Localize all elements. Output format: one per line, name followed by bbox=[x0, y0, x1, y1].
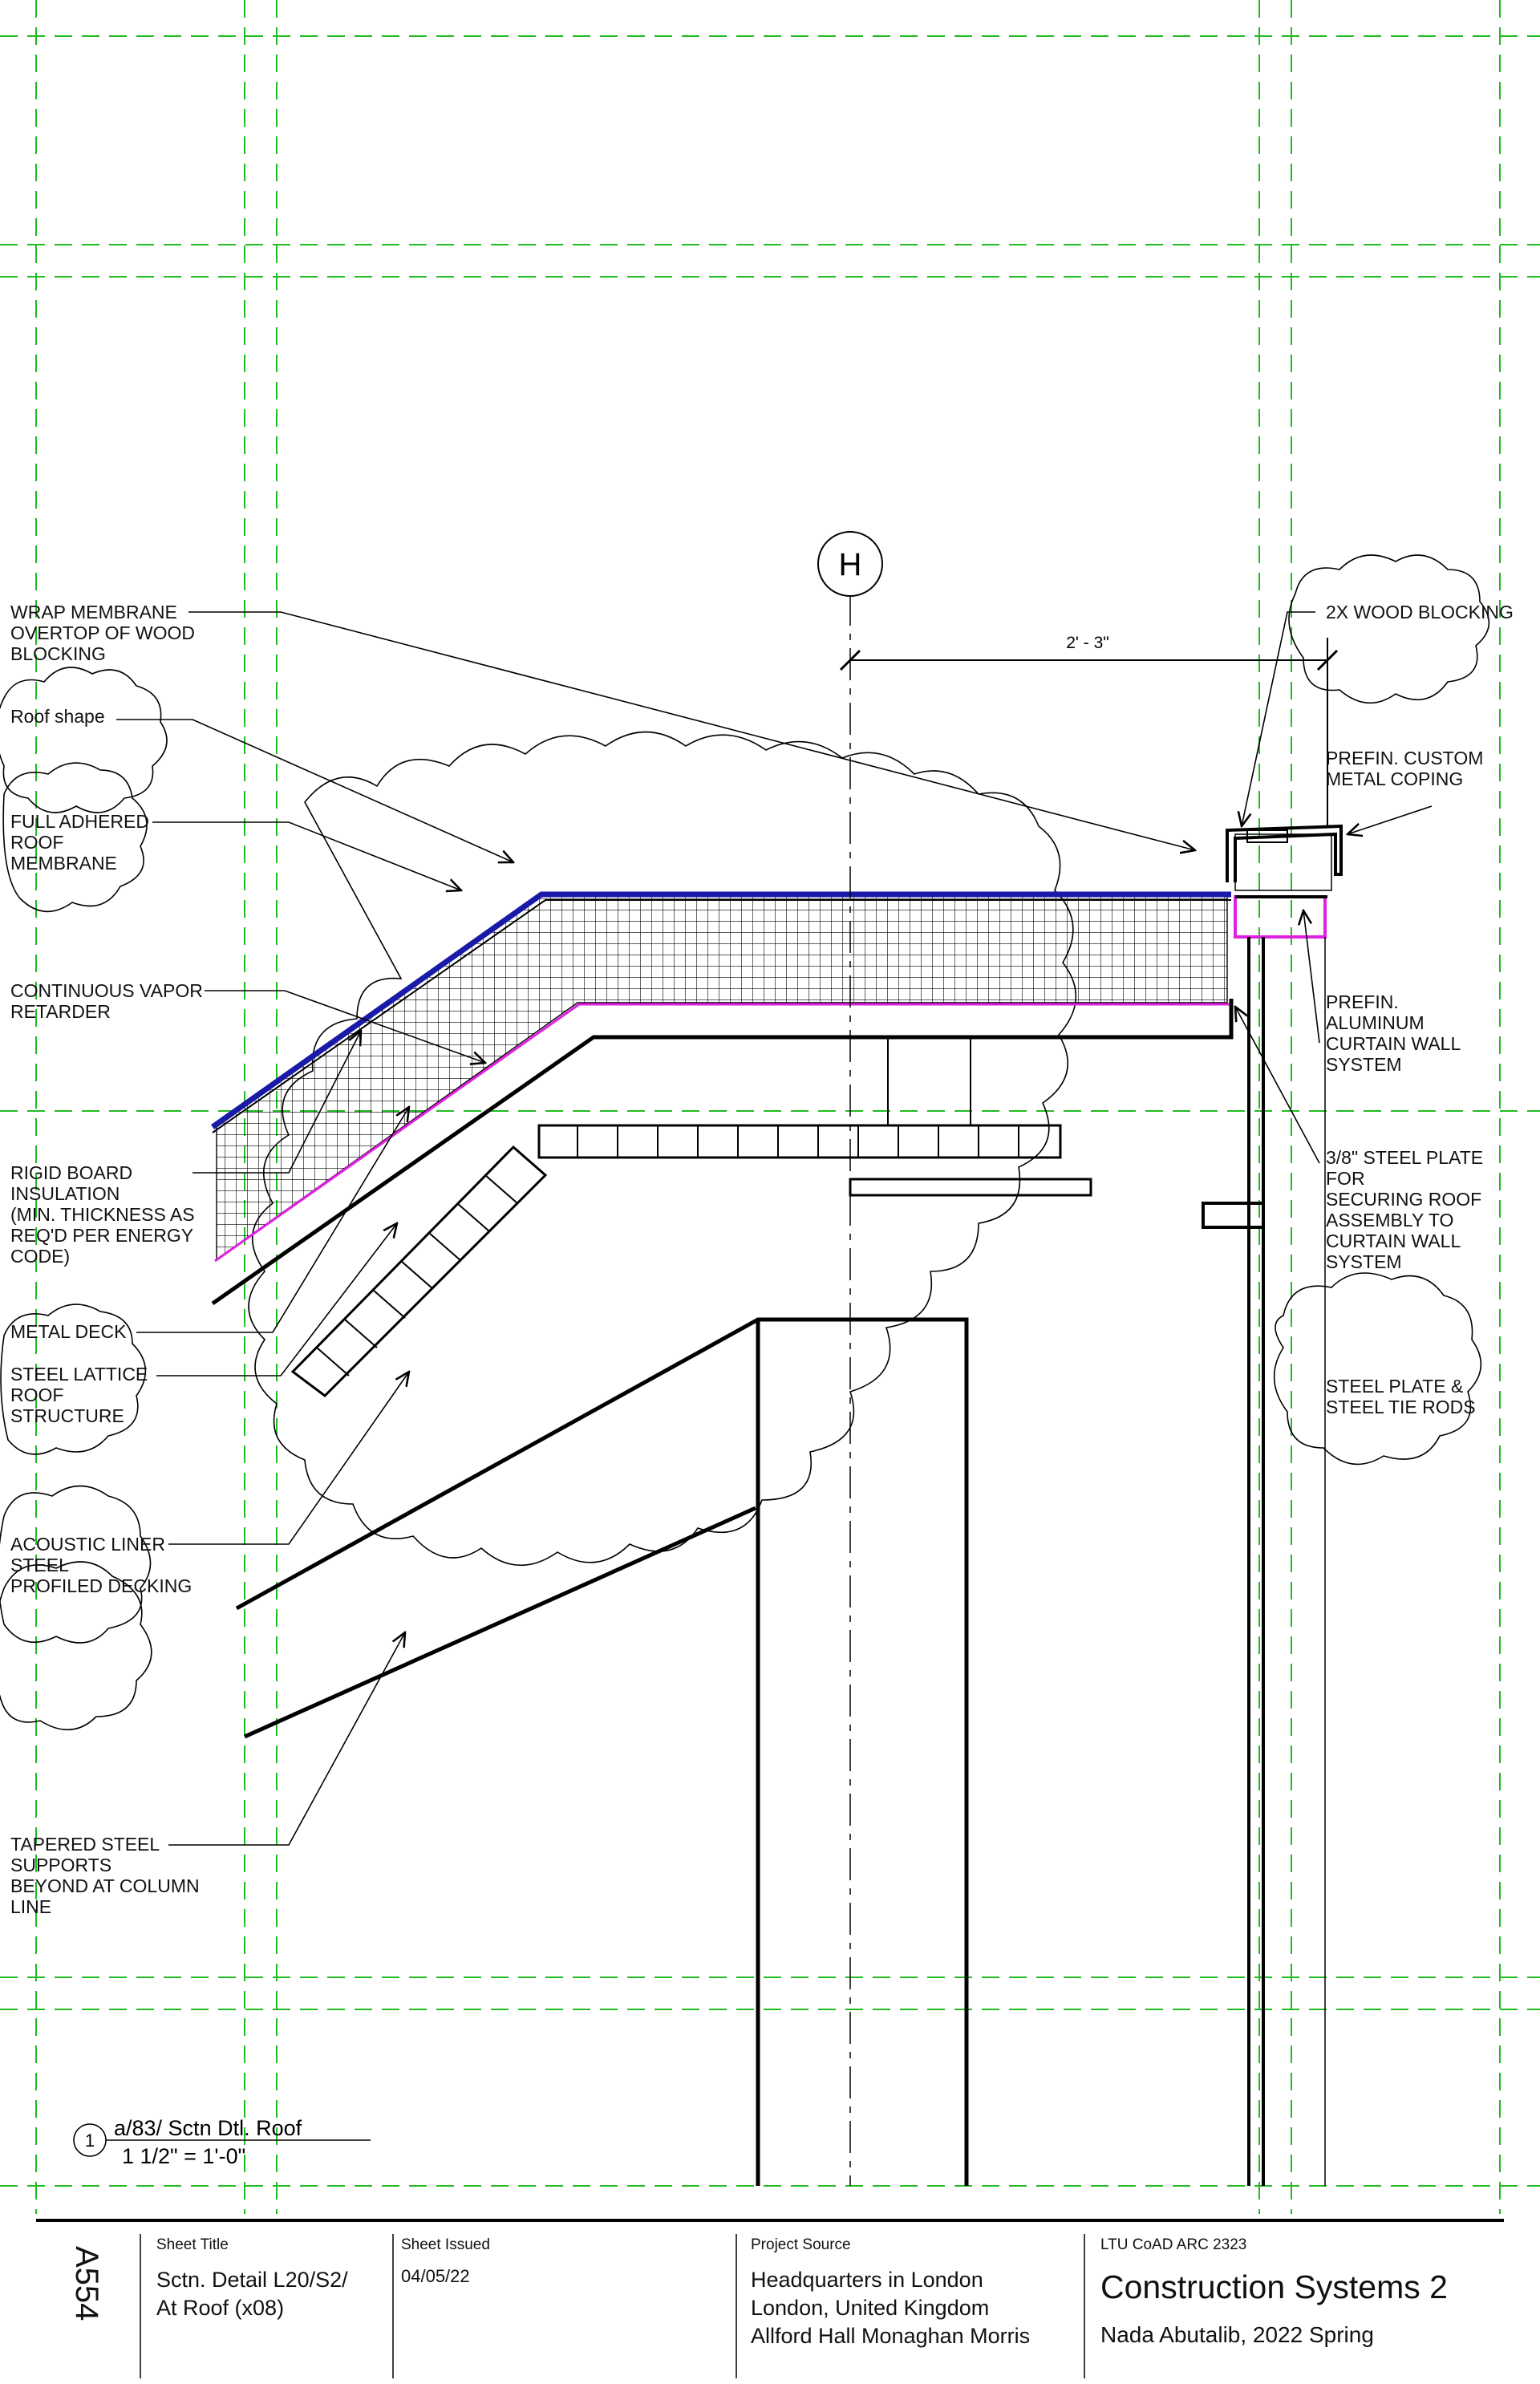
leader bbox=[156, 1223, 397, 1376]
sheet-issued-label: Sheet Issued bbox=[401, 2236, 490, 2253]
cloud-left-1 bbox=[0, 667, 168, 813]
note-vapor-retarder: CONTINUOUS VAPOR RETARDER bbox=[10, 980, 203, 1022]
dimension-text: 2' - 3" bbox=[1066, 634, 1108, 652]
leader bbox=[205, 990, 485, 1063]
cloud-left-2 bbox=[2, 762, 148, 913]
sheet-title: Sctn. Detail L20/S2/ At Roof (x08) bbox=[156, 2268, 348, 2320]
leader bbox=[168, 1372, 409, 1545]
leader bbox=[116, 719, 513, 862]
view-title-text: a/83/ Sctn Dtl. Roof bbox=[114, 2116, 302, 2140]
cloud-left-5 bbox=[0, 1561, 152, 1731]
steel-plate-securing bbox=[1234, 895, 1327, 939]
roof-membrane-edge bbox=[212, 899, 1231, 1133]
dimension-line: 2' - 3" bbox=[839, 634, 1339, 826]
project-source-label: Project Source bbox=[751, 2236, 851, 2253]
sheet-number: A554 bbox=[69, 2246, 104, 2321]
author: Nada Abutalib, 2022 Spring bbox=[1100, 2322, 1374, 2347]
view-scale: 1 1/2" = 1'-0" bbox=[122, 2144, 245, 2168]
view-title: 1 a/83/ Sctn Dtl. Roof 1 1/2" = 1'-0" bbox=[73, 2116, 371, 2168]
note-steel-plate: 3/8" STEEL PLATE FOR SECURING ROOF ASSEM… bbox=[1326, 1147, 1484, 1272]
steel-tie-plate bbox=[1202, 1202, 1265, 1229]
cloud-right-top bbox=[1288, 554, 1490, 704]
project-source: Headquarters in London London, United Ki… bbox=[751, 2268, 1031, 2348]
beam-bracket bbox=[849, 1178, 1092, 1197]
roof-assembly bbox=[210, 824, 1343, 2186]
leader bbox=[188, 611, 1195, 850]
sheet-issued: 04/05/22 bbox=[401, 2266, 470, 2286]
cloud-left-3 bbox=[0, 1303, 147, 1455]
course-title: Construction Systems 2 bbox=[1100, 2268, 1448, 2305]
truss-sloped bbox=[290, 1145, 548, 1397]
view-number: 1 bbox=[85, 2131, 95, 2151]
leader bbox=[1303, 910, 1320, 1044]
tapered-steel-supports bbox=[235, 1317, 969, 2186]
note-wrap-membrane: WRAP MEMBRANE OVERTOP OF WOOD BLOCKING bbox=[10, 602, 196, 664]
leader bbox=[1235, 1007, 1320, 1164]
leader bbox=[136, 1107, 409, 1333]
cloud-left-4 bbox=[0, 1485, 152, 1644]
cloud-right-bottom bbox=[1273, 1272, 1482, 1466]
note-acoustic-liner: ACOUSTIC LINER STEEL PROFILED DECKING bbox=[10, 1534, 192, 1596]
note-metal-coping: PREFIN. CUSTOM METAL COPING bbox=[1326, 748, 1484, 789]
note-steel-lattice: STEEL LATTICE ROOF STRUCTURE bbox=[10, 1364, 148, 1426]
leaders bbox=[116, 611, 1433, 1846]
note-curtain-wall: PREFIN. ALUMINUM CURTAIN WALL SYSTEM bbox=[1326, 991, 1461, 1075]
grid-bubble bbox=[817, 531, 883, 597]
sheet-title-label: Sheet Title bbox=[156, 2236, 229, 2253]
leader bbox=[1348, 805, 1433, 834]
coping-cap bbox=[1246, 829, 1288, 843]
note-full-adhered-membrane: FULL ADHERED ROOF MEMBRANE bbox=[10, 811, 149, 874]
course-code: LTU CoAD ARC 2323 bbox=[1100, 2236, 1247, 2253]
note-tie-rods: STEEL PLATE & STEEL TIE RODS bbox=[1326, 1376, 1476, 1417]
revision-clouds bbox=[0, 554, 1490, 1731]
steel-lattice-structure bbox=[290, 1037, 1092, 1397]
truss-horizontal bbox=[537, 1124, 1062, 1159]
support-bottom bbox=[243, 1506, 757, 1739]
leader bbox=[192, 1031, 361, 1174]
leader bbox=[168, 1632, 405, 1846]
note-wood-blocking: 2X WOOD BLOCKING bbox=[1326, 602, 1514, 622]
grid-bubble-label: H bbox=[839, 547, 862, 582]
grid-lines bbox=[0, 0, 1540, 2214]
metal-deck bbox=[211, 999, 1234, 1306]
cloud-main bbox=[248, 731, 1077, 1567]
note-tapered-supports: TAPERED STEEL SUPPORTS BEYOND AT COLUMN … bbox=[10, 1834, 200, 1917]
note-rigid-insulation: RIGID BOARD INSULATION (MIN. THICKNESS A… bbox=[10, 1162, 195, 1267]
metal-coping bbox=[1226, 824, 1343, 882]
grid-line-H: H bbox=[817, 531, 883, 2186]
vapor-retarder bbox=[214, 1003, 1230, 1263]
roof-membrane bbox=[210, 891, 1231, 1129]
note-metal-deck: METAL DECK bbox=[10, 1321, 127, 1342]
title-block-frame bbox=[36, 2219, 1504, 2378]
leader bbox=[152, 821, 461, 890]
rigid-insulation bbox=[216, 894, 1228, 1261]
note-roof-shape: Roof shape bbox=[10, 706, 105, 727]
support-top bbox=[235, 1317, 969, 2186]
leader bbox=[1242, 611, 1315, 826]
